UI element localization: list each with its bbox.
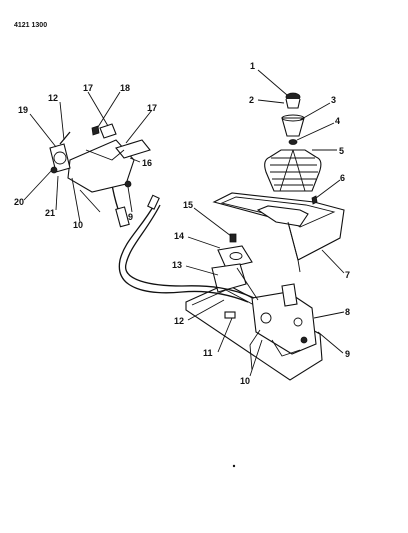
callout-8: 8 (345, 307, 350, 317)
callout-1: 1 (250, 61, 255, 71)
floor-console (212, 192, 345, 273)
callout-10-bottom: 10 (240, 376, 250, 386)
callout-10-left: 10 (73, 220, 83, 230)
callout-19: 19 (18, 105, 28, 115)
callout-15: 15 (183, 200, 193, 210)
callout-5: 5 (339, 146, 344, 156)
diagram-code: 4121 1300 (14, 22, 47, 29)
callout-6: 6 (340, 173, 345, 183)
callout-2: 2 (249, 95, 254, 105)
shifter-mechanism (185, 283, 323, 381)
callout-9-left: 9 (128, 212, 133, 222)
callout-labels: 1 2 3 4 5 6 7 8 9 10 11 12 13 14 15 16 1… (14, 61, 350, 386)
leader-lines (23, 69, 345, 377)
callout-3: 3 (331, 95, 336, 105)
callout-9-right: 9 (345, 349, 350, 359)
callout-11: 11 (203, 348, 213, 358)
callout-12-bottom: 12 (174, 316, 184, 326)
callout-17-left: 17 (83, 83, 93, 93)
callout-12-top: 12 (48, 93, 58, 103)
cable-bracket (211, 233, 259, 301)
shift-knob-assembly (281, 92, 305, 145)
callout-20: 20 (14, 197, 24, 207)
column-lock-assembly (49, 123, 151, 213)
shift-boot (264, 149, 322, 192)
screw-6 (311, 195, 318, 205)
callout-4: 4 (335, 116, 340, 126)
callout-14: 14 (174, 231, 184, 241)
callout-17-right: 17 (147, 103, 157, 113)
shift-cable (109, 169, 255, 303)
stray-mark (232, 464, 236, 468)
callout-7: 7 (345, 270, 350, 280)
callout-13: 13 (172, 260, 182, 270)
callout-18: 18 (120, 83, 130, 93)
callout-16: 16 (142, 158, 152, 168)
callout-21: 21 (45, 208, 55, 218)
